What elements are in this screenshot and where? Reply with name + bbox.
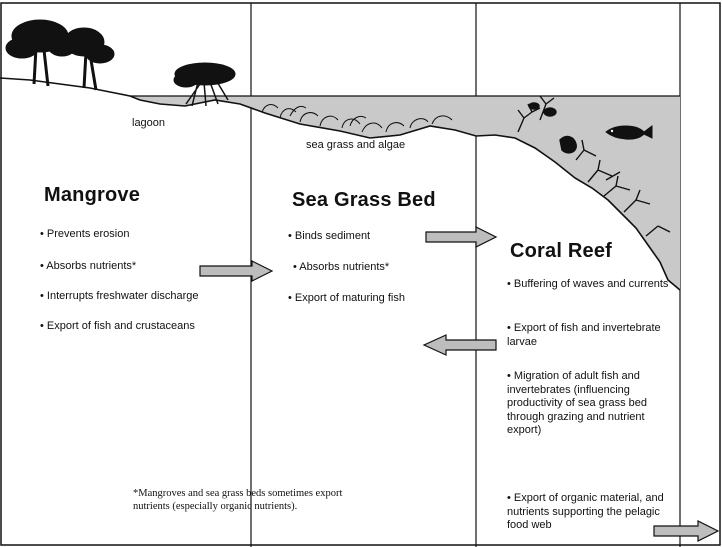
mangrove-bullet: • Prevents erosion (40, 228, 245, 242)
mangrove-title: Mangrove (44, 184, 140, 207)
lagoon-label: lagoon (132, 116, 165, 130)
mangrove-bullet: • Interrupts freshwater discharge (40, 290, 245, 304)
seagrass-title: Sea Grass Bed (292, 189, 436, 212)
arrow-left-icon (424, 335, 496, 355)
mangrove-bullet: • Absorbs nutrients* (40, 260, 245, 274)
coral-bullet: • Export of fish and invertebrate larvae (507, 322, 671, 349)
mangrove-bullet: • Export of fish and crustaceans (40, 320, 245, 334)
footnote: *Mangroves and sea grass beds sometimes … (133, 487, 373, 513)
coral-reef-title: Coral Reef (510, 240, 612, 263)
sea-grass-and-algae-label: sea grass and algae (306, 138, 405, 152)
coral-bullet: • Buffering of waves and currents (507, 278, 671, 292)
seagrass-bullet: • Binds sediment (288, 230, 468, 244)
coral-bullet: • Migration of adult fish and invertebra… (507, 370, 673, 438)
seagrass-bullet: • Absorbs nutrients* (293, 261, 473, 275)
seagrass-bullet: • Export of maturing fish (288, 292, 468, 306)
coral-bullet: • Export of organic material, and nutrie… (507, 492, 671, 533)
